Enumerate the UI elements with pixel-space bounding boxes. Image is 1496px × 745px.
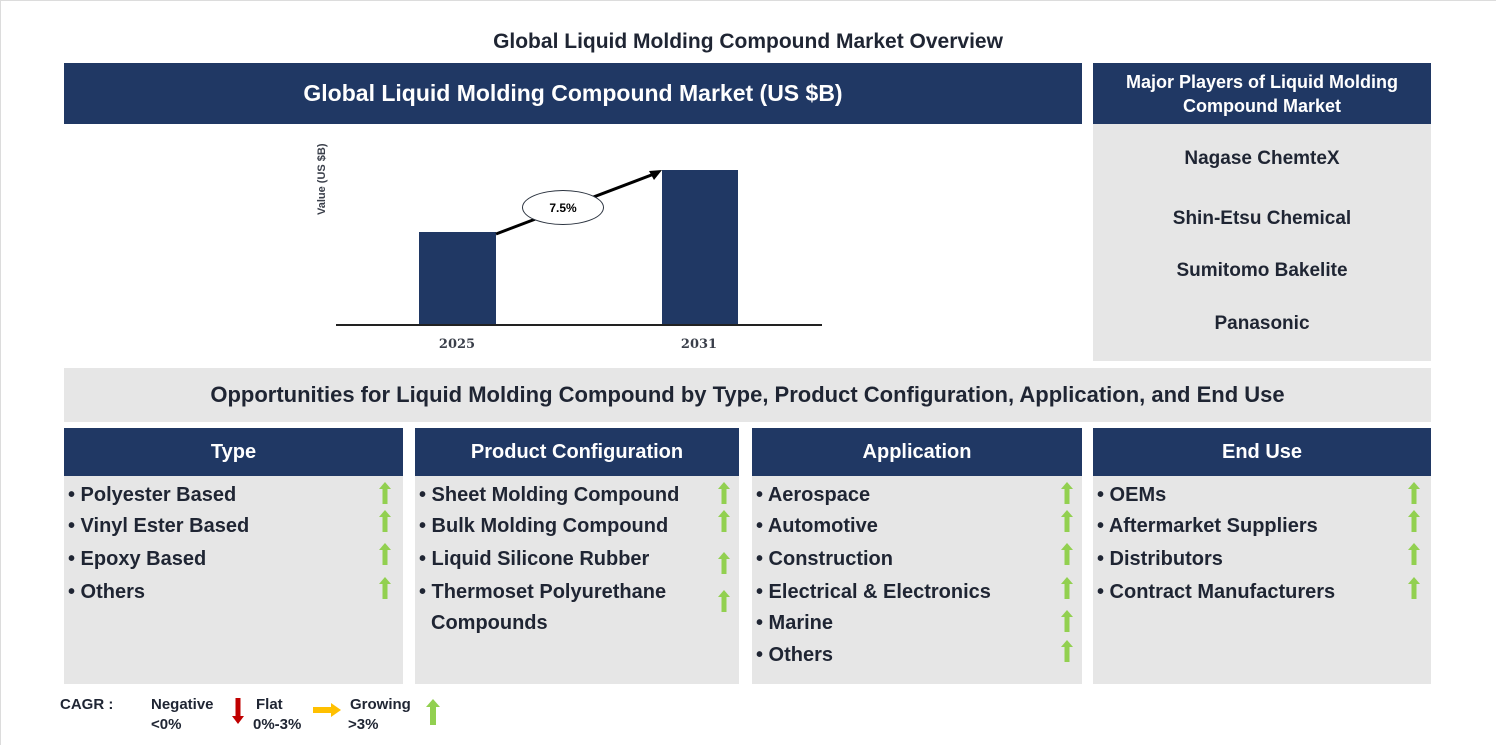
segment-item: • Sheet Molding Compound [419, 484, 680, 506]
cagr-badge: 7.5% [522, 190, 604, 225]
growth-up-arrow-icon [379, 482, 391, 504]
segment-item: • Bulk Molding Compound [419, 515, 669, 537]
segment-body: • Polyester Based • Vinyl Ester Based • … [64, 476, 403, 684]
page-title: Global Liquid Molding Compound Market Ov… [493, 30, 1003, 53]
segment-body: • Aerospace • Automotive • Construction … [752, 476, 1082, 684]
legend-negative-title: Negative [151, 696, 214, 713]
cagr-legend: CAGR : Negative <0% Flat 0%-3% Growing >… [60, 694, 460, 739]
growth-up-arrow-icon [379, 577, 391, 599]
growth-up-arrow-icon [718, 482, 730, 504]
segment-application: Application • Aerospace • Automotive • C… [752, 428, 1082, 684]
growth-up-arrow-icon [1408, 510, 1420, 532]
chart-x-axis [336, 324, 822, 326]
legend-flat-range: 0%-3% [253, 716, 302, 733]
players-list: Nagase ChemteX Shin-Etsu Chemical Sumito… [1093, 124, 1431, 361]
growth-up-arrow-icon [379, 543, 391, 565]
legend-negative-range: <0% [151, 716, 182, 733]
segment-item: • Contract Manufacturers [1097, 581, 1336, 603]
growth-up-arrow-icon [1408, 482, 1420, 504]
segment-header: Product Configuration [415, 428, 739, 476]
segment-item: • OEMs [1097, 484, 1167, 506]
growth-up-arrow-icon [1061, 543, 1073, 565]
growth-up-arrow-icon [718, 510, 730, 532]
growth-up-arrow-icon [1061, 577, 1073, 599]
opportunities-banner: Opportunities for Liquid Molding Compoun… [64, 368, 1431, 422]
segment-item: • Others [756, 644, 834, 666]
growth-up-arrow-icon [1061, 640, 1073, 662]
flat-right-arrow-icon [313, 703, 341, 717]
player-item: Sumitomo Bakelite [1176, 260, 1348, 281]
segment-type: Type • Polyester Based • Vinyl Ester Bas… [64, 428, 403, 684]
growth-up-arrow-icon [1061, 482, 1073, 504]
segment-item: • Marine [756, 612, 834, 634]
growth-up-arrow-icon [1408, 543, 1420, 565]
segment-item: • Aftermarket Suppliers [1097, 515, 1318, 537]
growth-up-arrow-icon [718, 552, 730, 574]
legend-growing-range: >3% [348, 716, 379, 733]
segment-item: • Others [68, 581, 146, 603]
legend-flat-title: Flat [256, 696, 283, 713]
segment-item: • Epoxy Based [68, 548, 207, 570]
segment-item-continuation: Compounds [431, 612, 548, 634]
segment-end-use: End Use • OEMs • Aftermarket Suppliers •… [1093, 428, 1431, 684]
growth-up-arrow-icon [1061, 510, 1073, 532]
segment-item: • Liquid Silicone Rubber [419, 548, 650, 570]
segment-item: • Construction [756, 548, 893, 570]
segment-product-configuration: Product Configuration • Sheet Molding Co… [415, 428, 739, 684]
growth-up-arrow-icon [379, 510, 391, 532]
segment-body: • Sheet Molding Compound • Bulk Molding … [415, 476, 739, 684]
legend-growing-title: Growing [350, 696, 411, 713]
cagr-arrow-icon [495, 170, 662, 236]
segment-header: Type [64, 428, 403, 476]
bar-2031 [662, 170, 738, 324]
segment-item: • Electrical & Electronics [756, 581, 991, 603]
market-bar-chart: Value (US $B) 7.5% 2025 2031 [300, 143, 840, 360]
player-item: Nagase ChemteX [1184, 148, 1340, 169]
negative-down-arrow-icon [232, 698, 244, 724]
segment-header: End Use [1093, 428, 1431, 476]
x-tick-2031: 2031 [680, 337, 718, 352]
segment-item: • Distributors [1097, 548, 1223, 570]
x-tick-2025: 2025 [438, 337, 476, 352]
segment-item: • Aerospace [756, 484, 871, 506]
bar-2025 [419, 232, 496, 324]
growth-up-arrow-icon [1408, 577, 1420, 599]
player-item: Shin-Etsu Chemical [1172, 208, 1352, 229]
player-item: Panasonic [1214, 313, 1310, 334]
segment-item: • Polyester Based [68, 484, 237, 506]
segment-item: • Thermoset Polyurethane [419, 581, 667, 603]
segment-header: Application [752, 428, 1082, 476]
segment-body: • OEMs • Aftermarket Suppliers • Distrib… [1093, 476, 1431, 684]
growth-up-arrow-icon [718, 590, 730, 612]
segment-item: • Vinyl Ester Based [68, 515, 250, 537]
segment-item: • Automotive [756, 515, 878, 537]
chart-panel-header: Global Liquid Molding Compound Market (U… [64, 63, 1082, 124]
growth-up-arrow-icon [1061, 610, 1073, 632]
legend-label: CAGR : [60, 696, 114, 713]
players-header: Major Players of Liquid Molding Compound… [1093, 63, 1431, 124]
growing-up-arrow-icon [426, 699, 440, 725]
